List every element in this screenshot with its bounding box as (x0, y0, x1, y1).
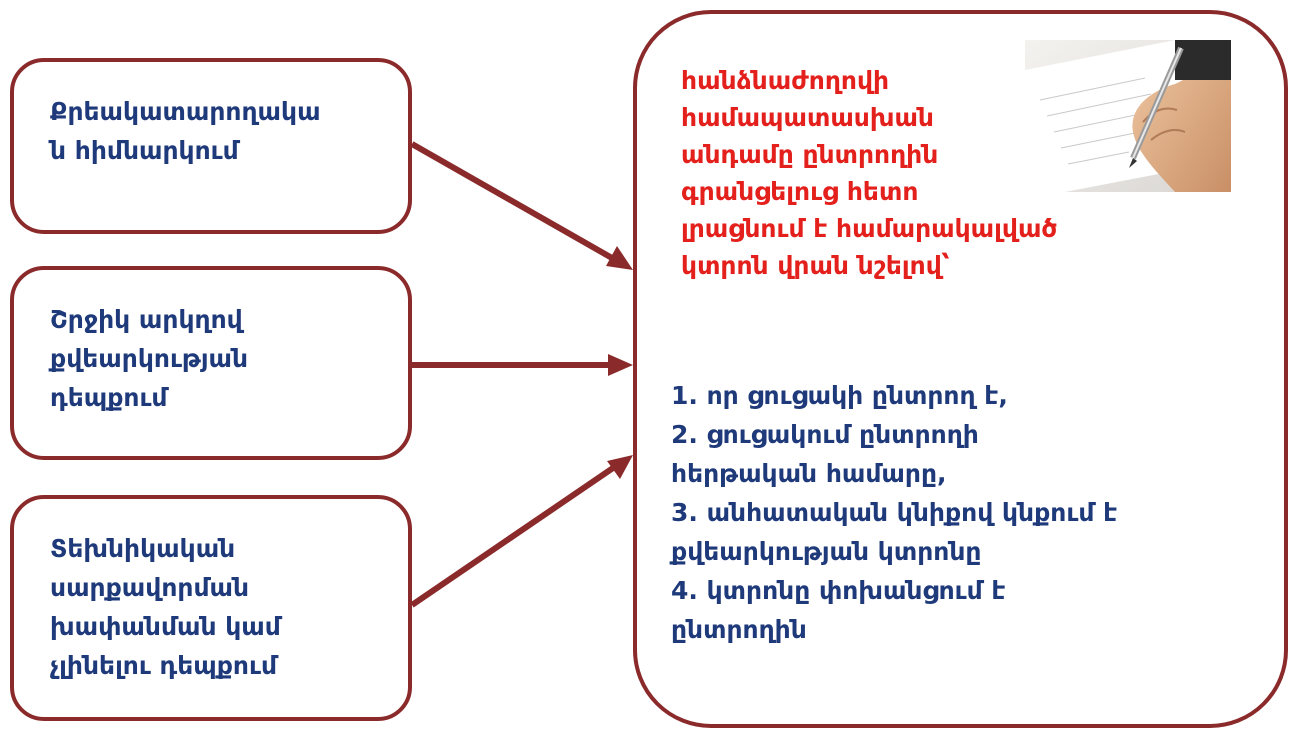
box-mobile-ballot-line-3: դեպքում (50, 383, 168, 412)
box-mobile-ballot: Շրջիկ արկղով քվեարկության դեպքում (10, 266, 412, 460)
box-penitentiary: Քրեակատարողակա ն հիմնարկում (10, 58, 412, 234)
procedure-list-line-4: 3. անհատական կնիքով կնքում է (671, 498, 1118, 527)
box-penitentiary-line-1: Քրեակատարողակա (50, 97, 321, 126)
box-mobile-ballot-line-2: քվեարկության (50, 344, 249, 373)
procedure-list-line-2: 2. ցուցակում ընտրողի (671, 420, 979, 449)
box-equipment-failure-line-3: խափանման կամ (50, 612, 281, 641)
box-penitentiary-line-2: ն հիմնարկում (50, 136, 239, 165)
hand-writing-pen-photo (1025, 40, 1231, 192)
procedure-intro-line-3: անդամը ընտրողին (681, 140, 939, 169)
procedure-intro: հանձնաժողովի համապատասխան անդամը ընտրողի… (681, 62, 1057, 284)
procedure-list-line-3: հերթական համարը, (671, 459, 947, 488)
procedure-intro-line-4: գրանցելուց հետո (681, 177, 919, 206)
box-mobile-ballot-line-1: Շրջիկ արկղով (50, 305, 243, 334)
arrow-middle (412, 354, 633, 376)
procedure-intro-line-1: հանձնաժողովի (681, 66, 890, 95)
arrow-top (410, 141, 633, 270)
box-equipment-failure-line-4: չլինելու դեպքում (50, 651, 278, 680)
procedure-intro-line-6: կտրոն վրան նշելով՝ (681, 251, 950, 280)
box-equipment-failure-line-1: Տեխնիկական (50, 534, 236, 563)
box-equipment-failure-line-2: սարքավորման (50, 573, 250, 602)
arrow-bottom (410, 455, 633, 608)
procedure-list: 1. որ ցուցակի ընտրող է, 2. ցուցակում ընտ… (671, 376, 1117, 649)
procedure-intro-line-2: համապատասխան (681, 103, 934, 132)
procedure-list-line-5: քվեարկության կտրոնը (671, 537, 982, 566)
procedure-intro-line-5: լրացնում է համարակալված (681, 214, 1058, 243)
box-equipment-failure: Տեխնիկական սարքավորման խափանման կամ չլին… (10, 495, 412, 721)
box-procedure: հանձնաժողովի համապատասխան անդամը ընտրողի… (633, 10, 1288, 728)
procedure-list-line-1: 1. որ ցուցակի ընտրող է, (671, 381, 1008, 410)
procedure-list-line-6: 4. կտրոնը փոխանցում է (671, 576, 1006, 605)
procedure-list-line-7: ընտրողին (671, 615, 807, 644)
